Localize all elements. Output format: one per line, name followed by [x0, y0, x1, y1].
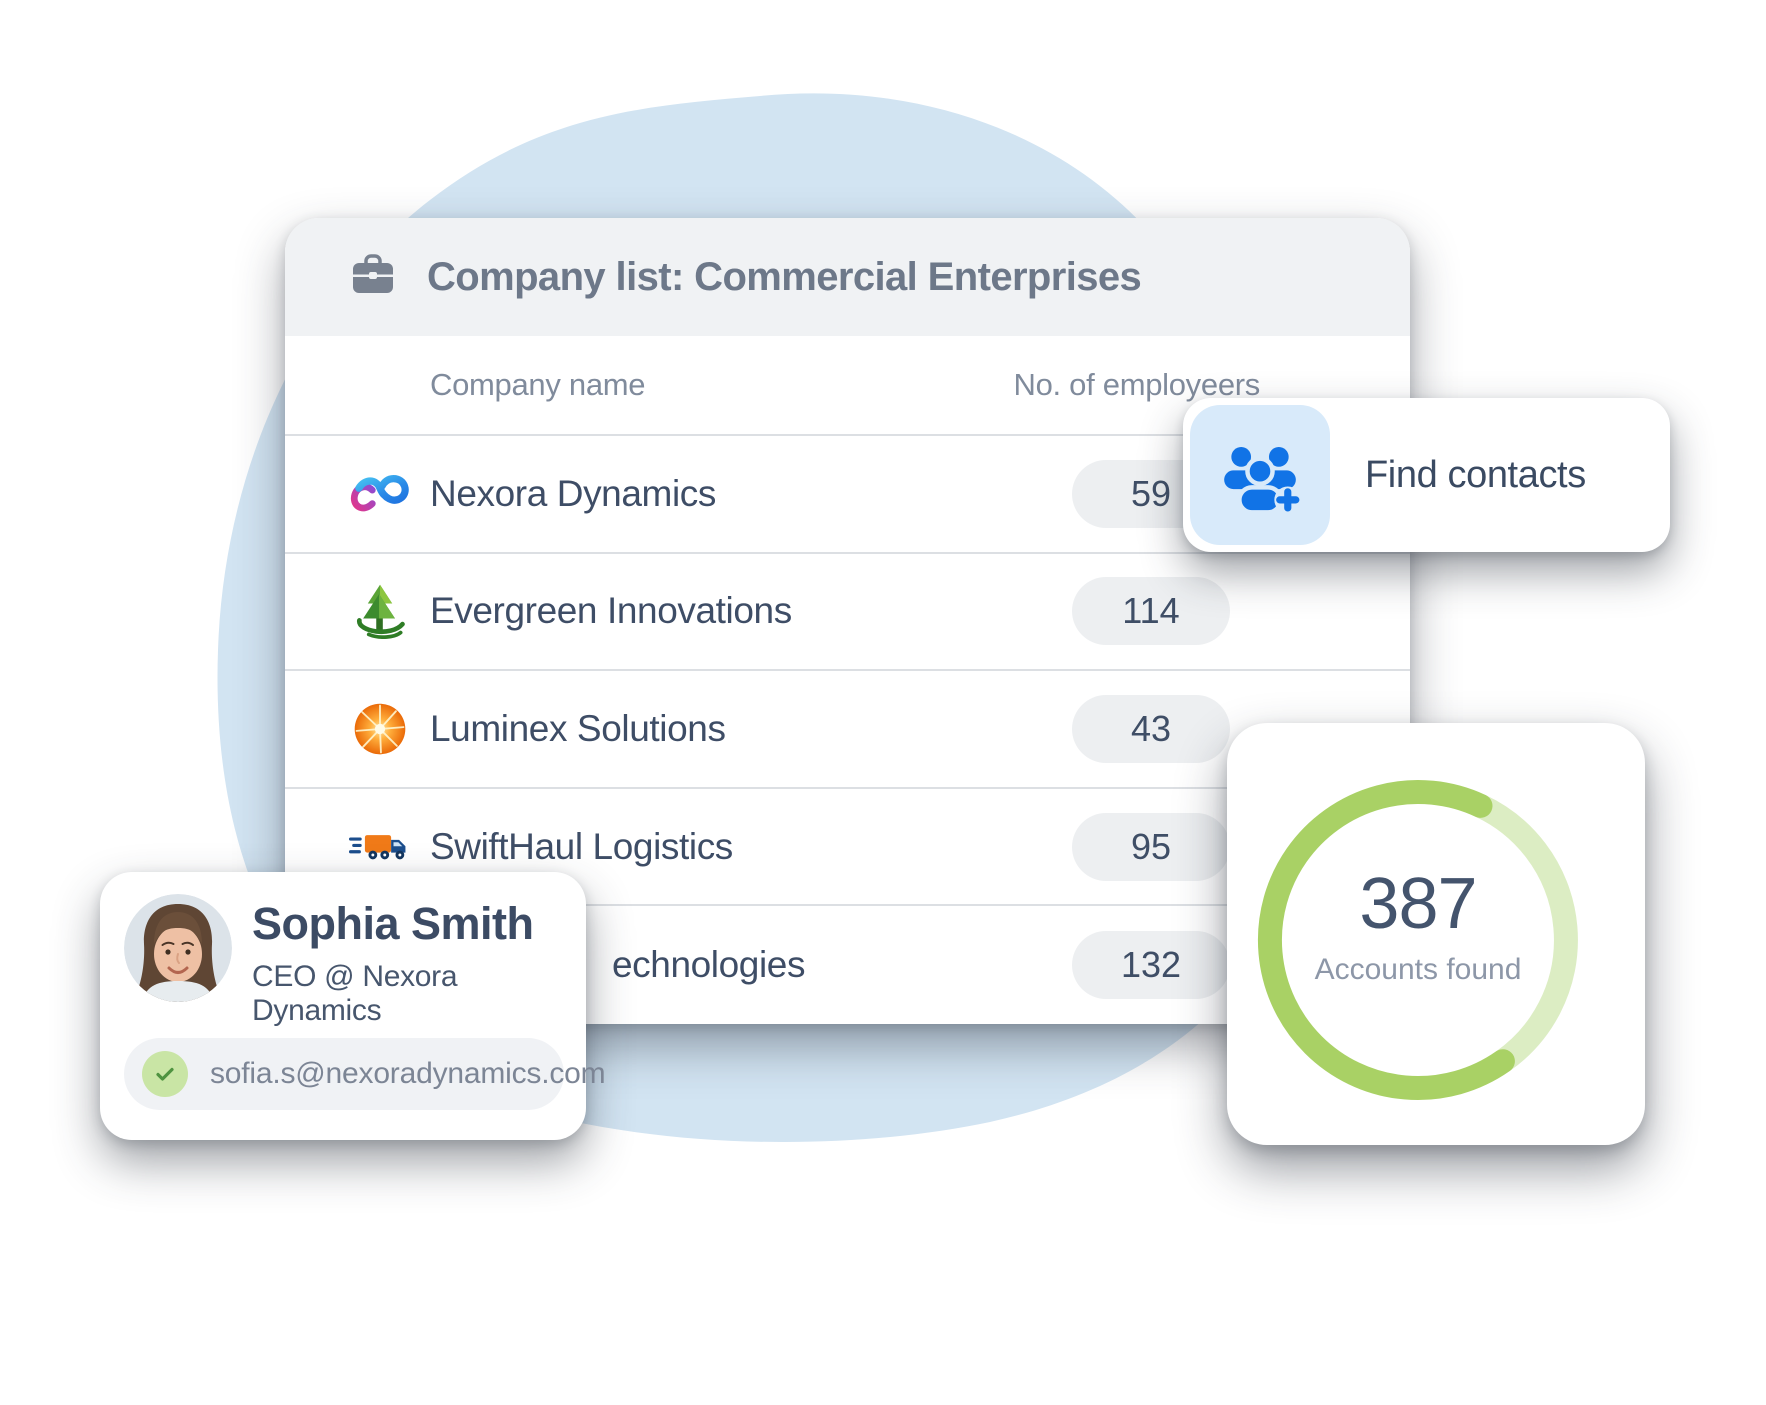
company-name: Evergreen Innovations: [430, 590, 792, 632]
add-contacts-icon: [1217, 430, 1303, 521]
company-name: SwiftHaul Logistics: [430, 825, 733, 867]
find-contacts-label: Find contacts: [1365, 453, 1586, 496]
accounts-found-card: 387 Accounts found: [1227, 723, 1645, 1145]
progress-ring: [1257, 780, 1578, 1101]
briefcase-icon: [349, 253, 397, 302]
evergreen-logo: [349, 580, 411, 642]
employee-count-badge: 132: [1072, 931, 1230, 1000]
employee-count-badge: 95: [1072, 812, 1230, 881]
avatar: [124, 894, 232, 1002]
contact-email: sofia.s@nexoradynamics.com: [210, 1057, 606, 1090]
company-name: echnologies: [612, 944, 806, 986]
nexora-logo: [349, 463, 411, 525]
table-row[interactable]: Evergreen Innovations 114: [285, 554, 1410, 672]
page-title: Company list: Commercial Enterprises: [427, 254, 1142, 299]
table-row[interactable]: SwiftHaul Logistics 95: [285, 789, 1410, 907]
company-name: Luminex Solutions: [430, 707, 726, 749]
contact-card: Sophia Smith CEO @ Nexora Dynamics sofia…: [100, 872, 606, 1140]
find-contacts-button[interactable]: Find contacts: [1183, 398, 1670, 552]
company-list-header: Company list: Commercial Enterprises: [285, 218, 1410, 336]
verified-check-icon: [142, 1051, 188, 1097]
company-name: Nexora Dynamics: [430, 472, 716, 514]
contact-name: Sophia Smith: [252, 898, 534, 949]
employee-count-badge: 114: [1072, 577, 1230, 646]
table-row[interactable]: Luminex Solutions 43: [285, 671, 1410, 789]
contact-role: CEO @ Nexora Dynamics: [252, 960, 458, 1027]
swifthaul-logo: [349, 816, 411, 878]
table-row[interactable]: echnologies 132: [285, 906, 1410, 1024]
contact-email-pill: sofia.s@nexoradynamics.com: [124, 1038, 606, 1110]
column-employees: No. of employeers: [1013, 367, 1261, 402]
employee-count-badge: 43: [1072, 694, 1230, 763]
accounts-found-label: Accounts found: [1314, 953, 1522, 986]
accounts-found-value: 387: [1359, 864, 1477, 944]
column-company-name: Company name: [430, 367, 646, 402]
table-column-headers: Company name No. of employeers: [285, 336, 1410, 436]
find-contacts-icon-tile: [1190, 405, 1330, 545]
luminex-logo: [349, 698, 411, 760]
